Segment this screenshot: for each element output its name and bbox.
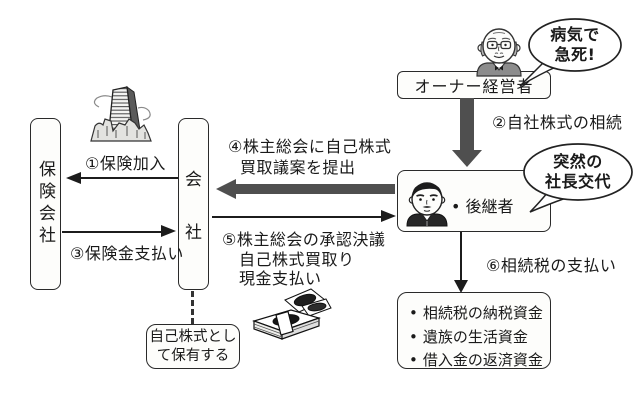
arrow1-line — [79, 177, 178, 179]
owner-label: オーナー経営者 — [414, 77, 534, 96]
arrow4-shaft — [235, 184, 395, 194]
holding-box: 自己株式とし て保有する — [146, 324, 240, 369]
holding-box-label: 自己株式とし て保有する — [149, 328, 237, 364]
funds-item: • 相続税の納税資金 — [409, 304, 543, 322]
arrow5-label-line1: ⑤株主総会の承認決議 — [222, 230, 386, 249]
successor-avatar-icon — [406, 182, 448, 227]
arrow4-head-icon — [216, 179, 236, 199]
arrow5-line — [212, 216, 382, 218]
funds-item: • 借入金の返済資金 — [409, 351, 543, 369]
money-stack-icon — [252, 288, 332, 340]
successor-label: •後継者 — [451, 197, 514, 216]
arrow1-label: ①保険加入 — [85, 154, 166, 173]
holding-dashed-line — [191, 291, 194, 324]
company-label: 会 社 — [185, 170, 202, 243]
insurance-company-box: 保険会社 — [30, 118, 61, 290]
owner-avatar-icon — [476, 28, 522, 77]
arrow1-head-icon — [66, 172, 81, 184]
arrow5-label-line2: 自己株式買取り — [239, 250, 355, 269]
owner-box: オーナー経営者 — [397, 71, 551, 99]
owner-speech-bubble — [519, 18, 622, 87]
arrow3-head-icon — [161, 225, 176, 237]
arrow4-label-line2: 買取議案を提出 — [240, 158, 356, 177]
funds-item: • 遺族の生活資金 — [409, 327, 528, 346]
arrow5-head-icon — [381, 210, 396, 222]
successor-bubble-text: 突然の 社長交代 — [544, 152, 611, 191]
insurance-company-label: 保険会社 — [35, 160, 55, 248]
arrow5-label-line3: 現金支払い — [239, 269, 322, 288]
arrow3-label: ③保険金支払い — [70, 244, 184, 263]
arrow2-label: ②自社株式の相続 — [492, 113, 623, 132]
arrow4-label-line1: ④株主総会に自己株式 — [228, 137, 392, 156]
owner-bubble-text: 病気で 急死! — [550, 25, 600, 64]
arrow6-label: ⑥相続税の支払い — [486, 256, 617, 275]
arrow6-head-icon — [454, 280, 468, 293]
arrow6-line — [460, 232, 462, 281]
funds-box: • 相続税の納税資金 • 遺族の生活資金 • 借入金の返済資金 — [397, 292, 551, 369]
building-icon — [90, 85, 152, 142]
arrow3-line — [62, 231, 163, 233]
funds-list: • 相続税の納税資金 • 遺族の生活資金 • 借入金の返済資金 — [398, 293, 550, 369]
arrow2-shaft — [460, 98, 474, 151]
successor-speech-bubble — [523, 143, 633, 213]
arrow2-head-icon — [452, 150, 482, 167]
company-box: 会 社 — [178, 118, 209, 290]
